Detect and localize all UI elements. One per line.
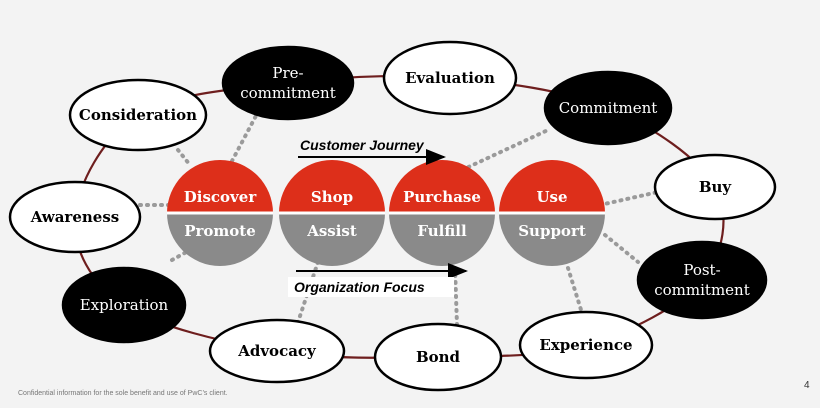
- stage-bottom-label: Support: [518, 222, 586, 240]
- node-label: Advocacy: [237, 342, 317, 360]
- stage-bottom-label: Fulfill: [417, 222, 467, 240]
- dotted-connectors: [138, 110, 660, 327]
- node-advocacy: Advocacy: [208, 318, 346, 384]
- node-ellipse: [382, 40, 518, 116]
- node-label: Post-: [683, 261, 720, 279]
- node-commitment: Commitment: [543, 70, 673, 146]
- node-ellipse: [636, 240, 768, 320]
- node-label: Consideration: [79, 106, 197, 124]
- stage-top-half: [279, 160, 385, 213]
- organization-focus-label: Organization Focus: [294, 279, 425, 295]
- node-label: Experience: [539, 336, 632, 354]
- node-label: Evaluation: [405, 69, 495, 87]
- node-label: Exploration: [80, 296, 169, 314]
- stage-bottom-half: [279, 213, 385, 266]
- node-label: commitment: [654, 281, 750, 299]
- stage-bottom-label: Promote: [184, 222, 256, 240]
- dotted-connector: [453, 266, 459, 327]
- node-ellipse: [208, 318, 346, 384]
- dotted-connector: [176, 148, 192, 167]
- stage-circles: DiscoverPromoteShopAssistPurchaseFulfill…: [167, 160, 605, 266]
- stage-top-half: [389, 160, 495, 213]
- page-number: 4: [804, 380, 810, 391]
- node-ellipse: [373, 322, 503, 392]
- node-awareness: Awareness: [8, 180, 142, 254]
- node-ellipse: [543, 70, 673, 146]
- node-ellipse: [653, 153, 777, 221]
- stage-top-half: [499, 160, 605, 213]
- stage-bottom-half: [389, 213, 495, 266]
- journey-nodes: Awareness Consideration Pre-commitment Eval…: [8, 40, 777, 392]
- dotted-connector: [460, 128, 550, 172]
- node-evaluation: Evaluation: [382, 40, 518, 116]
- node-label: Awareness: [30, 208, 119, 226]
- node-label: commitment: [240, 84, 336, 102]
- node-exploration: Exploration: [61, 266, 187, 344]
- stage-bottom-label: Assist: [306, 222, 357, 240]
- stage-top-half: [167, 160, 273, 213]
- node-label: Commitment: [559, 99, 658, 117]
- node-label: Bond: [416, 348, 461, 366]
- node-ellipse: [68, 78, 208, 152]
- stage-bottom-half: [167, 213, 273, 266]
- node-consideration: Consideration: [68, 78, 208, 152]
- confidentiality-note: Confidential information for the sole be…: [18, 390, 228, 397]
- stage-top-label: Discover: [184, 188, 258, 206]
- dotted-connector: [566, 266, 584, 315]
- node-bond: Bond: [373, 322, 503, 392]
- node-ellipse: [61, 266, 187, 344]
- node-buy: Buy: [653, 153, 777, 221]
- customer-journey-label: Customer Journey: [300, 137, 425, 153]
- dotted-connector: [603, 233, 640, 264]
- stage-top-label: Use: [536, 188, 567, 206]
- node-label: Buy: [699, 178, 733, 196]
- dotted-connector: [230, 110, 260, 163]
- node-post-commitment: Post-commitment: [636, 240, 768, 320]
- stage-bottom-half: [499, 213, 605, 266]
- stage-top-label: Shop: [311, 188, 353, 206]
- node-experience: Experience: [518, 310, 654, 380]
- customer-journey-arrow: Customer Journey: [298, 137, 446, 165]
- node-ellipse: [221, 45, 355, 121]
- node-label: Pre-: [272, 64, 303, 82]
- node-ellipse: [8, 180, 142, 254]
- node-ellipse: [518, 310, 654, 380]
- node-pre-commitment: Pre-commitment: [221, 45, 355, 121]
- organization-focus-arrow: Organization Focus: [288, 263, 468, 297]
- dotted-connector: [598, 190, 660, 207]
- stage-top-label: Purchase: [403, 188, 481, 206]
